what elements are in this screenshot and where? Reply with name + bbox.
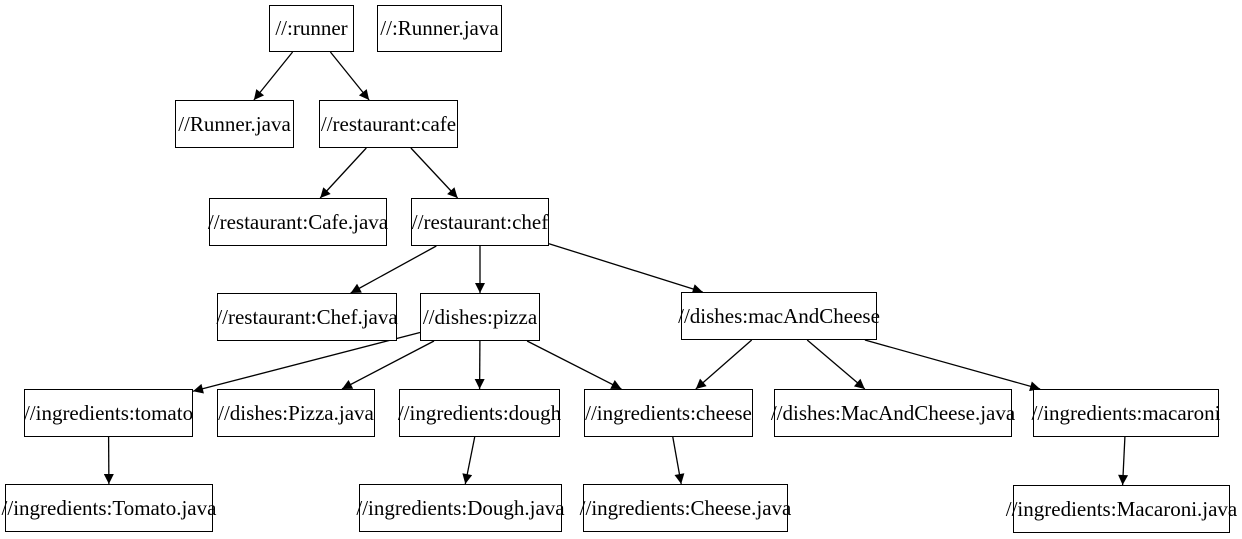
- graph-node-macaroni_java: //ingredients:Macaroni.java: [1006, 485, 1237, 533]
- edge-pizza-to-cheese: [526, 340, 622, 390]
- graph-node-macaroni: //ingredients:macaroni: [1031, 389, 1221, 437]
- edge-cafe-to-chef: [410, 147, 459, 199]
- edge-dough-to-dough_java: [462, 436, 476, 485]
- edge-cheese-to-cheese_java: [672, 436, 685, 485]
- graph-node-dough: //ingredients:dough: [397, 389, 562, 437]
- edge-runner-to-runner_java: [253, 51, 294, 101]
- graph-node-chef_java: //restaurant:Chef.java: [216, 293, 398, 341]
- node-label: //ingredients:dough: [397, 400, 562, 425]
- graph-node-cheese: //ingredients:cheese: [584, 389, 753, 437]
- node-label: //dishes:Pizza.java: [218, 400, 374, 425]
- edge-pizza-to-tomato: [192, 331, 421, 394]
- node-label: //:runner: [275, 16, 348, 40]
- graph-node-pizza_java: //dishes:Pizza.java: [217, 389, 375, 437]
- graph-node-tomato: //ingredients:tomato: [24, 389, 193, 437]
- edge-pizza-to-pizza_java: [341, 340, 435, 390]
- graph-node-chef: //restaurant:chef: [411, 198, 549, 246]
- edge-runner-to-cafe: [329, 51, 370, 101]
- edge-chef-to-chef_java: [350, 245, 437, 294]
- node-label: //ingredients:Cheese.java: [579, 495, 792, 520]
- graph-node-cafe: //restaurant:cafe: [319, 100, 458, 148]
- node-label: //ingredients:macaroni: [1031, 400, 1221, 425]
- graph-node-runner_java_target: //:Runner.java: [377, 5, 502, 52]
- edge-mac_and_cheese-to-macaroni: [864, 339, 1041, 392]
- edge-lines-group: [103, 51, 1129, 486]
- node-label: //ingredients:Dough.java: [356, 495, 565, 520]
- edge-macaroni-to-macaroni_java: [1118, 436, 1129, 486]
- graph-node-mac_and_cheese_java: //dishes:MacAndCheese.java: [770, 389, 1016, 437]
- node-label: //ingredients:Tomato.java: [1, 495, 217, 520]
- edge-mac_and_cheese-to-mac_and_cheese_java: [806, 339, 866, 390]
- node-label: //dishes:pizza: [422, 304, 538, 329]
- graph-node-tomato_java: //ingredients:Tomato.java: [2, 484, 216, 532]
- edge-mac_and_cheese-to-cheese: [695, 339, 753, 390]
- graph-node-runner_java: //Runner.java: [175, 100, 294, 148]
- node-label: //dishes:MacAndCheese.java: [770, 400, 1016, 425]
- graph-node-dough_java: //ingredients:Dough.java: [356, 484, 565, 532]
- node-label: //ingredients:cheese: [585, 400, 752, 425]
- node-label: //ingredients:Macaroni.java: [1005, 496, 1238, 521]
- graph-node-cafe_java: //restaurant:Cafe.java: [207, 198, 389, 246]
- graph-node-cheese_java: //ingredients:Cheese.java: [580, 484, 791, 532]
- node-label: //ingredients:tomato: [23, 400, 194, 425]
- node-label: //restaurant:chef: [411, 209, 549, 234]
- edge-cafe-to-cafe_java: [319, 147, 367, 199]
- node-label: //restaurant:Cafe.java: [207, 209, 389, 234]
- graph-node-pizza: //dishes:pizza: [420, 293, 540, 341]
- node-label: //Runner.java: [178, 111, 291, 136]
- node-label: //dishes:macAndCheese: [678, 303, 880, 328]
- edge-chef-to-mac_and_cheese: [548, 243, 703, 294]
- node-label: //:Runner.java: [380, 16, 499, 40]
- node-label: //restaurant:cafe: [320, 111, 457, 136]
- node-label: //restaurant:Chef.java: [216, 304, 398, 329]
- graph-node-mac_and_cheese: //dishes:macAndCheese: [678, 292, 880, 340]
- graph-node-runner: //:runner: [269, 5, 354, 52]
